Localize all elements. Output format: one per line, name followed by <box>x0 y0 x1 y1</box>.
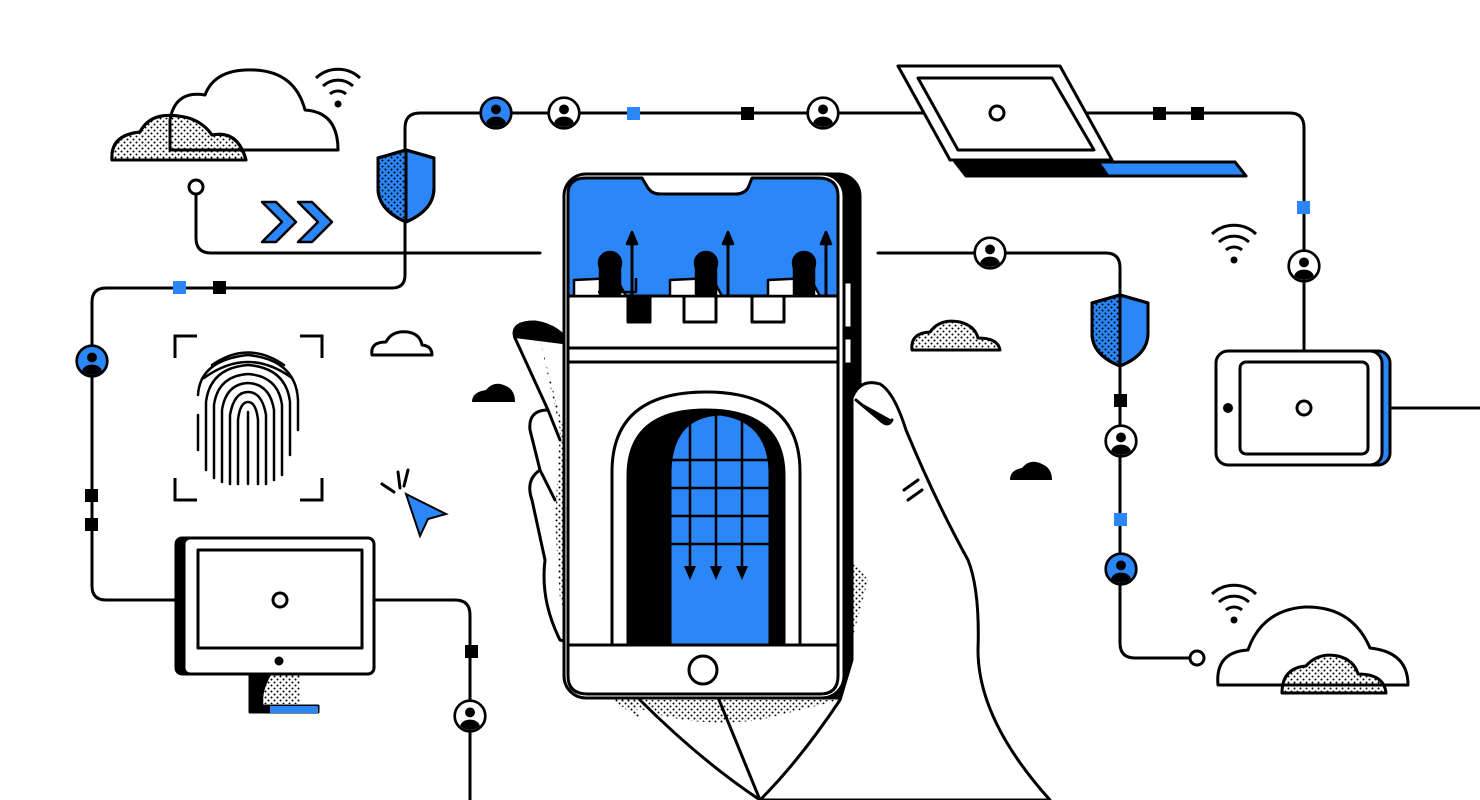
hand-thumb <box>758 381 1052 800</box>
shield-icon <box>1090 293 1150 368</box>
user-node-icon <box>1106 426 1137 459</box>
shield-icon <box>376 148 436 224</box>
wifi-icon <box>314 67 362 109</box>
guard-icon <box>766 230 833 298</box>
castle-gate-icon <box>566 294 840 696</box>
user-node-icon <box>77 346 108 379</box>
user-node-icon <box>481 98 512 131</box>
user-node-icon <box>1106 554 1137 587</box>
user-node-icon <box>549 98 580 131</box>
wifi-icon <box>1210 583 1258 625</box>
line-end-pins <box>187 178 1206 667</box>
user-node-icon <box>455 701 486 734</box>
cloud-icon <box>910 319 1002 352</box>
chevron-right-icon <box>260 200 334 244</box>
guard-icon <box>668 230 735 298</box>
line-markers <box>85 107 1310 658</box>
cursor-icon <box>380 468 449 539</box>
fingerprint-scan-frame <box>173 334 324 502</box>
monitor-icon <box>174 536 376 714</box>
cloud-icon <box>472 383 1052 480</box>
tablet-icon <box>1214 349 1392 467</box>
user-node-icon <box>1289 251 1320 284</box>
fingerprint-icon <box>196 351 300 486</box>
guard-icon <box>572 230 639 298</box>
user-node-icon <box>975 238 1006 271</box>
wifi-icon <box>1210 223 1258 265</box>
laptop-icon <box>896 64 1248 178</box>
cloud-icon <box>1216 605 1410 695</box>
cloud-icon <box>370 330 434 357</box>
user-node-icon <box>808 98 839 131</box>
cloud-icon <box>110 68 340 162</box>
